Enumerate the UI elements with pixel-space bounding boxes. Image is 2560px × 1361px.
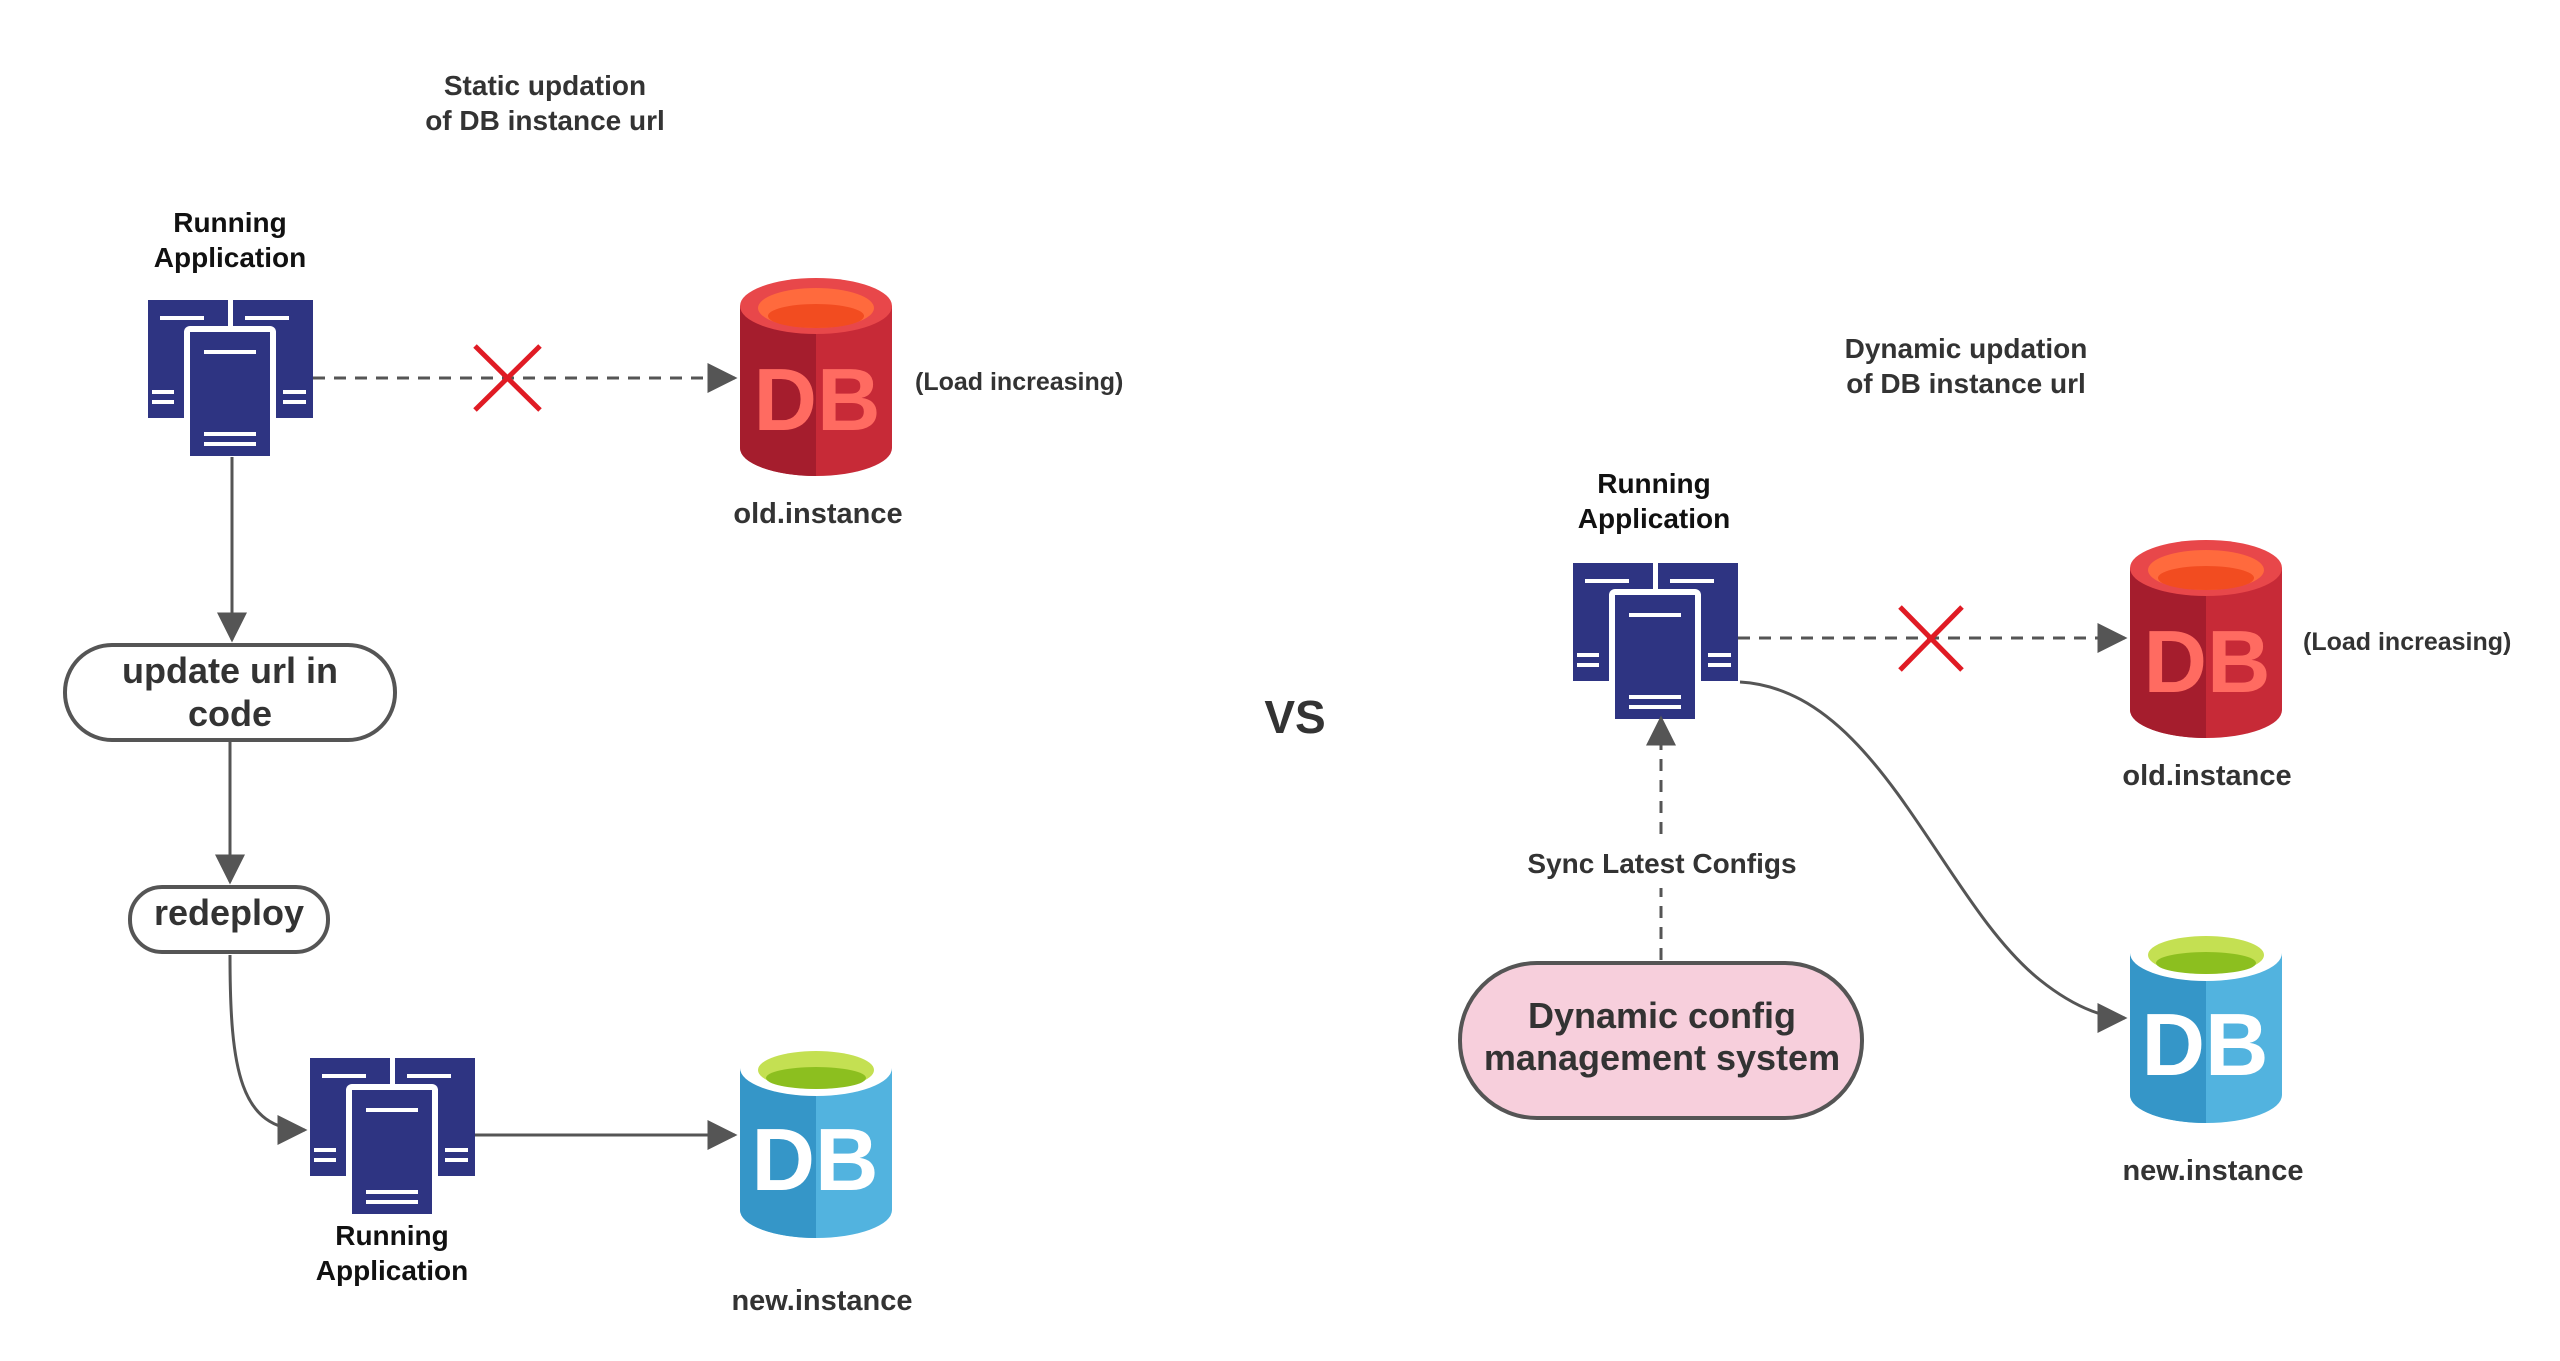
right-old-db-note: (Load increasing) <box>2303 628 2511 656</box>
right-title-line1: Dynamic updation <box>1845 333 2088 364</box>
update-url-step-line2: code <box>188 693 272 734</box>
old-db-label: old.instance <box>733 498 902 530</box>
config-system-box <box>1458 961 1864 1120</box>
left-title-line2: of DB instance url <box>425 105 665 136</box>
vs-label: VS <box>1264 691 1325 743</box>
left-app-top-label-line2: Application <box>154 242 306 273</box>
new-db-text: DB <box>751 1110 878 1209</box>
right-app-label-line2: Application <box>1578 503 1730 534</box>
right-new-db-text: DB <box>2141 995 2268 1094</box>
sync-configs-label: Sync Latest Configs <box>1527 848 1796 879</box>
right-old-db-text: DB <box>2143 612 2270 711</box>
server-icon <box>308 1056 477 1216</box>
update-url-step-line1: update url in <box>122 650 338 691</box>
right-app-label-line1: Running <box>1597 468 1711 499</box>
config-system-line1: Dynamic config <box>1528 995 1796 1036</box>
server-icon <box>146 298 315 458</box>
left-title-line1: Static updation <box>444 70 646 101</box>
curved-arrow-to-new-db <box>1739 680 2128 1033</box>
new-db-label: new.instance <box>731 1285 912 1317</box>
redeploy-step <box>128 885 330 954</box>
update-url-step <box>63 643 397 742</box>
left-panel: Static updation of DB instance url Runni… <box>63 70 1123 1317</box>
left-app-bottom-label-line2: Application <box>316 1255 468 1286</box>
cross-icon <box>473 344 542 412</box>
left-app-top-label-line1: Running <box>173 207 287 238</box>
old-db-note: (Load increasing) <box>915 368 1123 396</box>
right-new-db-label: new.instance <box>2122 1155 2303 1187</box>
right-old-db-label: old.instance <box>2122 760 2291 792</box>
right-title-line2: of DB instance url <box>1846 368 2086 399</box>
cross-icon <box>1898 605 1964 672</box>
left-app-bottom-label-line1: Running <box>335 1220 449 1251</box>
right-panel: Dynamic updation of DB instance url Runn… <box>1458 333 2511 1187</box>
server-icon <box>1571 561 1740 721</box>
old-db-text: DB <box>753 350 880 449</box>
redeploy-step-label: redeploy <box>154 892 304 933</box>
arrow-to-new-app <box>228 954 308 1145</box>
config-system-line2: management system <box>1484 1037 1840 1078</box>
